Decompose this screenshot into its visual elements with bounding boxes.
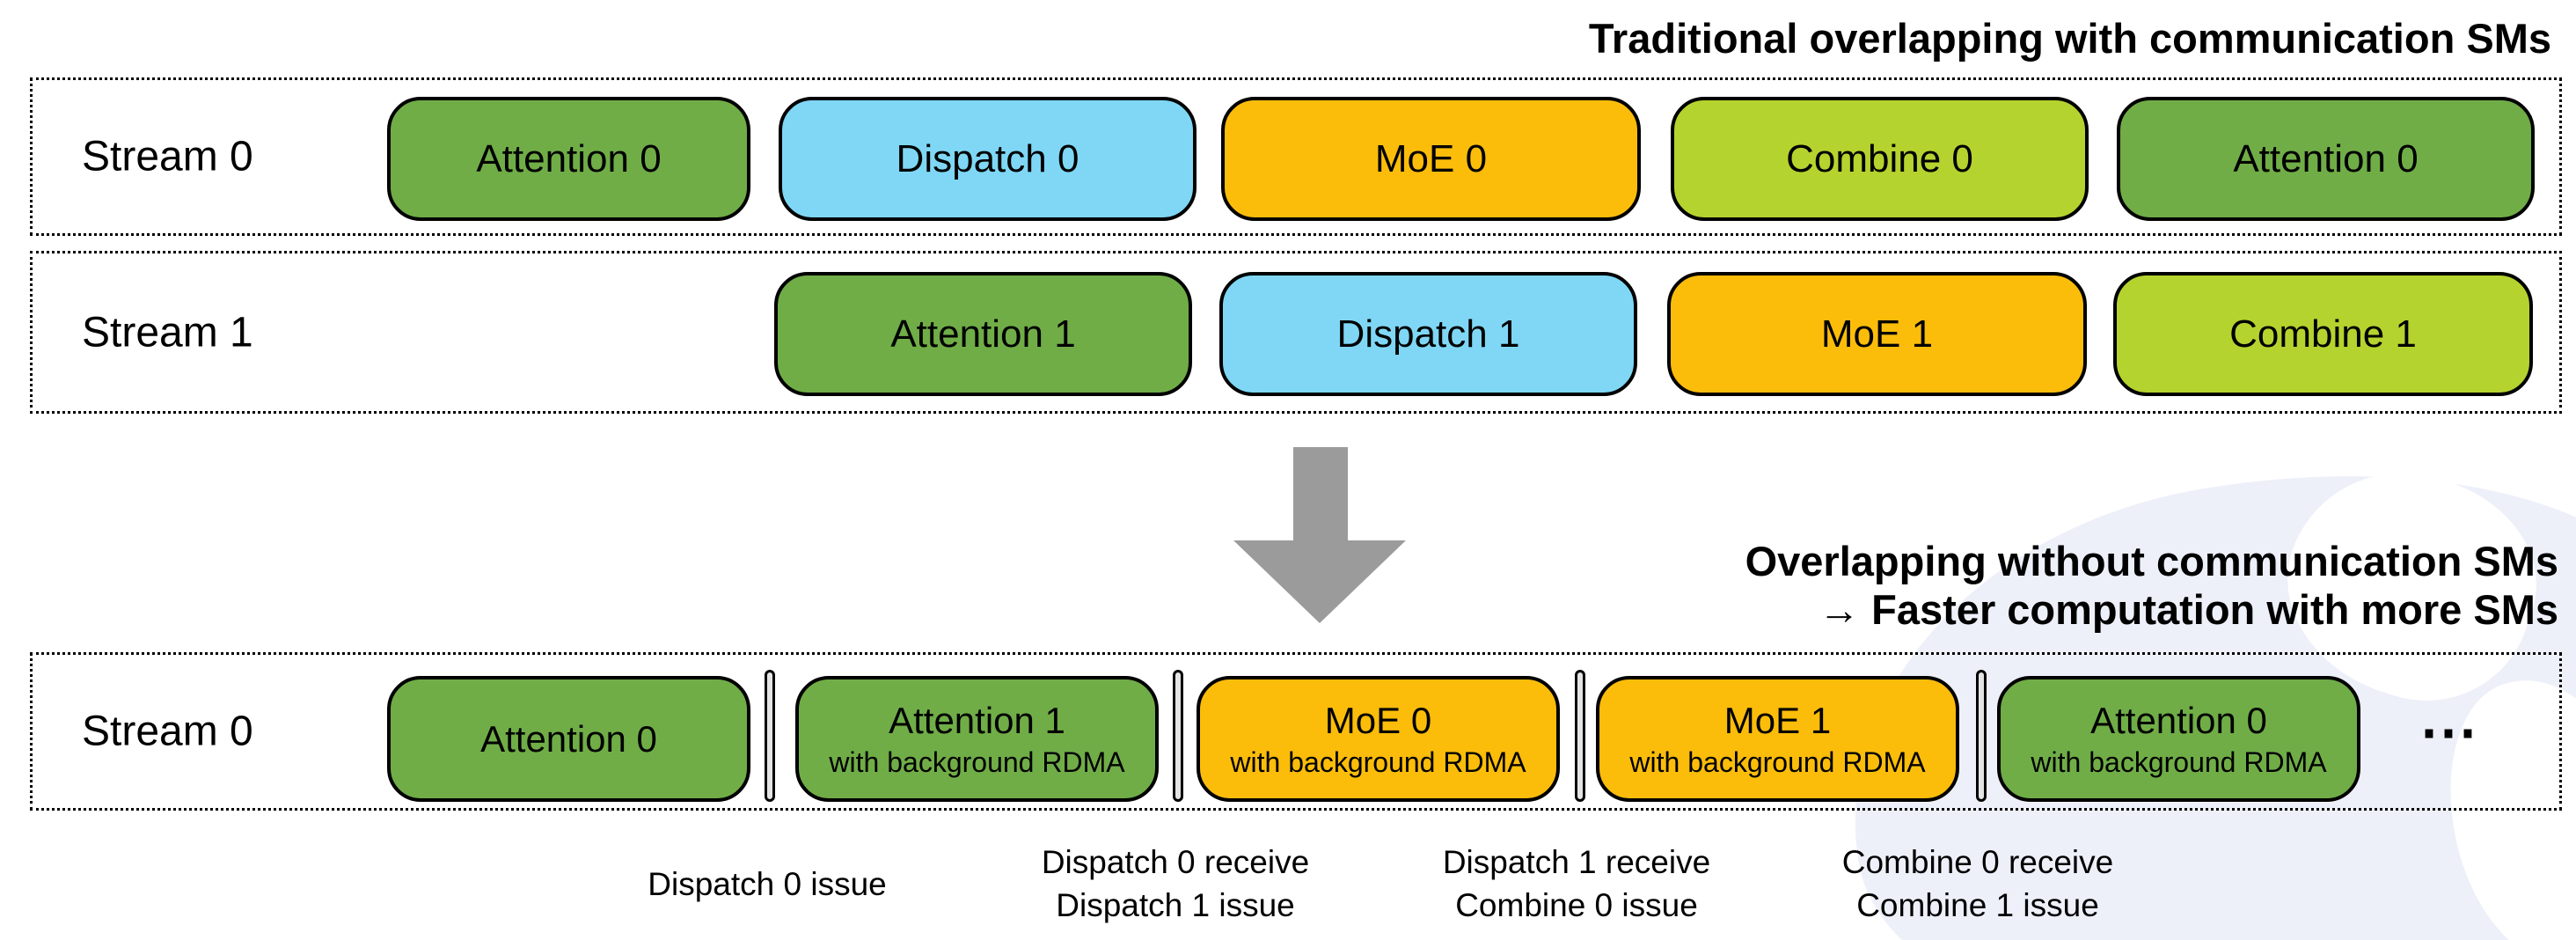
block-title: Attention 1: [890, 312, 1076, 356]
block-moe-1: MoE 1 with background RDMA: [1596, 676, 1959, 802]
block-title: MoE 1: [1723, 699, 1832, 741]
block-attention-0: Attention 0: [2117, 97, 2535, 221]
block-moe-1: MoE 1: [1667, 272, 2087, 396]
block-attention-0: Attention 0: [387, 97, 750, 221]
block-title: Dispatch 1: [1336, 312, 1520, 356]
sync-annotation: Dispatch 0 issue: [565, 833, 970, 935]
annotation-line: Dispatch 0 receive: [1041, 844, 1310, 880]
optimized-stream0-container: Stream 0 ⋯ Attention 0 Attention 1 with ba…: [30, 652, 2562, 811]
sync-barrier: [765, 670, 775, 802]
block-subtitle: with background RDMA: [829, 745, 1125, 778]
block-dispatch-0: Dispatch 0: [779, 97, 1197, 221]
stream1-label: Stream 1: [82, 309, 253, 356]
block-title: Attention 0: [2090, 699, 2267, 741]
block-title: Combine 0: [1786, 136, 1973, 180]
block-attention-1: Attention 1: [774, 272, 1192, 396]
block-subtitle: with background RDMA: [2031, 745, 2327, 778]
sync-barrier: [1976, 670, 1987, 802]
block-title: Attention 0: [2233, 136, 2419, 180]
block-moe-0: MoE 0 with background RDMA: [1197, 676, 1560, 802]
annotation-line: Combine 0 issue: [1455, 887, 1698, 923]
sync-barrier: [1575, 670, 1585, 802]
block-title: MoE 0: [1324, 699, 1432, 741]
block-subtitle: with background RDMA: [1230, 745, 1526, 778]
block-title: Attention 0: [480, 717, 657, 760]
block-combine-1: Combine 1: [2113, 272, 2533, 396]
traditional-heading: Traditional overlapping with communicati…: [1588, 15, 2551, 62]
down-arrow-icon: [1233, 540, 1406, 623]
annotation-line: Combine 0 receive: [1841, 844, 2114, 880]
block-title: Dispatch 0: [896, 136, 1079, 180]
continuation-ellipsis: ⋯: [2419, 698, 2481, 764]
block-subtitle: with background RDMA: [1629, 745, 1926, 778]
traditional-stream1-container: Stream 1 Attention 1 Dispatch 1 MoE 1 Combi…: [30, 251, 2562, 414]
sync-barrier: [1173, 670, 1183, 802]
optimized-heading-line2: → Faster computation with more SMs: [1819, 586, 2558, 633]
stream0-label: Stream 0: [82, 133, 253, 180]
block-attention-1: Attention 1 with background RDMA: [795, 676, 1159, 802]
optimized-heading: Overlapping without communication SMs → …: [1745, 537, 2558, 634]
block-combine-0: Combine 0: [1671, 97, 2089, 221]
annotation-line: Dispatch 1 receive: [1442, 844, 1711, 880]
annotation-line: Dispatch 1 issue: [1056, 887, 1295, 923]
block-dispatch-1: Dispatch 1: [1219, 272, 1637, 396]
traditional-stream0-container: Stream 0 Attention 0 Dispatch 0 MoE 0 Combi…: [30, 77, 2562, 236]
block-title: MoE 1: [1820, 312, 1934, 356]
annotation-line: Combine 1 issue: [1856, 887, 2099, 923]
block-title: MoE 0: [1374, 136, 1488, 180]
block-title: Attention 0: [476, 136, 662, 180]
optimized-heading-line1: Overlapping without communication SMs: [1745, 538, 2558, 584]
block-moe-0: MoE 0: [1221, 97, 1641, 221]
block-title: Attention 1: [889, 699, 1065, 741]
annotation-line: Dispatch 0 issue: [648, 865, 887, 902]
stream0-label: Stream 0: [82, 708, 253, 755]
down-arrow-icon: [1293, 447, 1348, 542]
block-title: Combine 1: [2229, 312, 2417, 356]
block-attention-0: Attention 0 with background RDMA: [1997, 676, 2360, 802]
block-attention-0: Attention 0: [387, 676, 750, 802]
